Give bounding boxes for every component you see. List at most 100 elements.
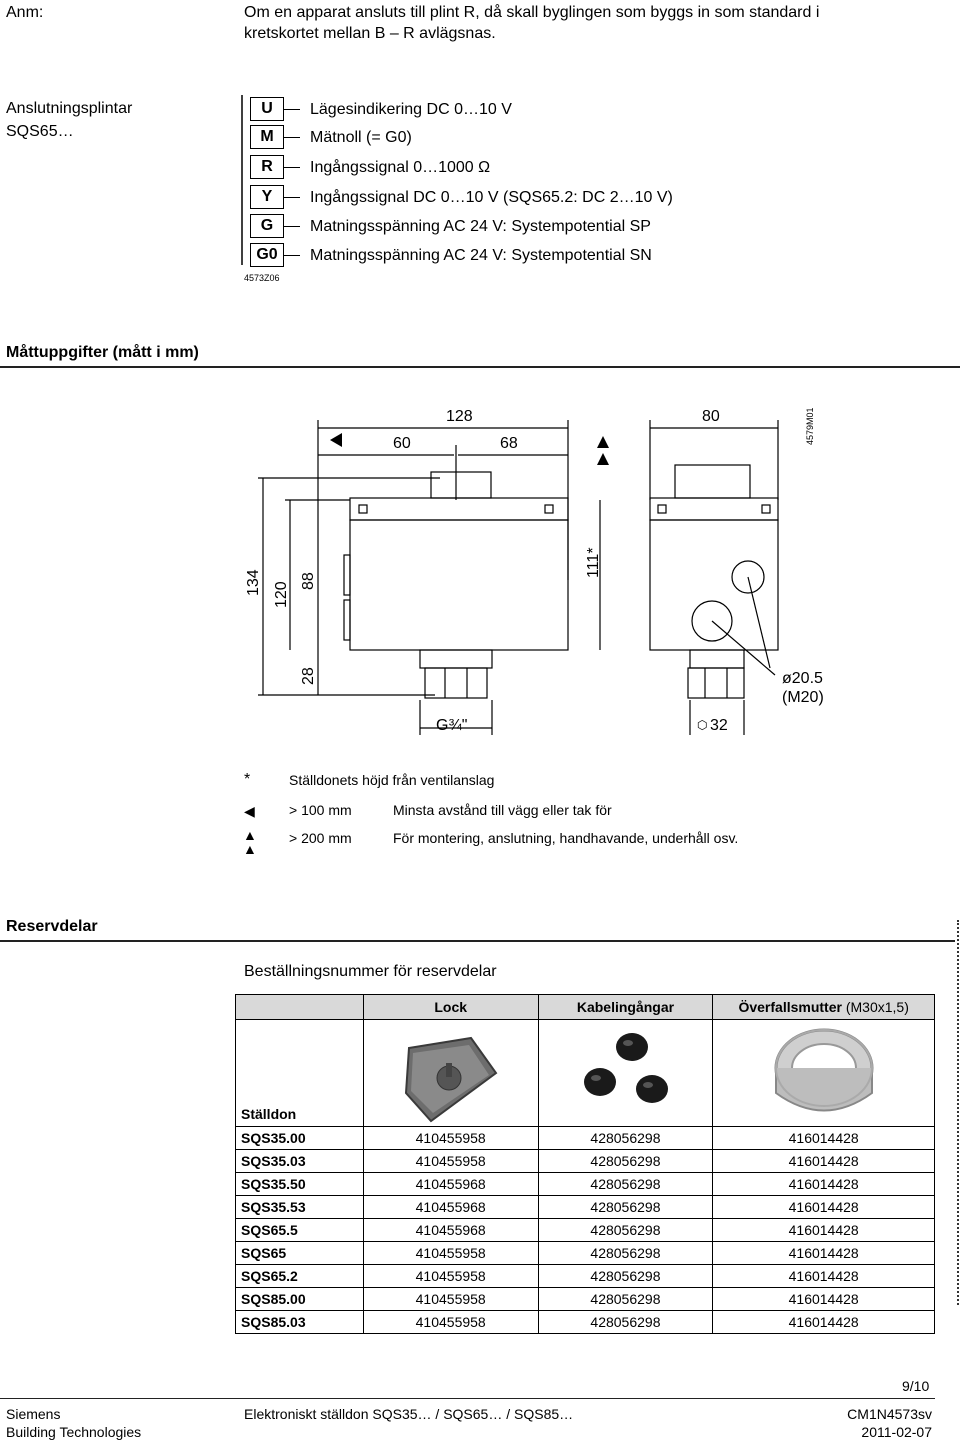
cell-model: SQS65.5 — [235, 1218, 364, 1242]
cell-cable: 428056298 — [537, 1264, 714, 1288]
arrow-up-icon: ▲▲ — [243, 827, 257, 857]
hexagon-icon: ⬡ — [697, 718, 708, 732]
cell-nut: 416014428 — [712, 1241, 935, 1265]
terminals-title-line1: Anslutningsplintar — [6, 100, 133, 117]
cell-model: SQS35.53 — [235, 1195, 364, 1219]
dimensions-heading: Måttuppgifter (mått i mm) — [6, 344, 199, 361]
table-row: SQS35.53 410455968 428056298 416014428 — [235, 1195, 935, 1219]
terminal-lead — [284, 137, 300, 138]
cell-cable: 428056298 — [537, 1149, 714, 1173]
terminal-desc-m: Mätnoll (= G0) — [310, 129, 412, 146]
legend-wall-value: > 100 mm — [289, 802, 352, 818]
table-row: SQS35.03 410455958 428056298 416014428 — [235, 1149, 935, 1173]
header-cable: Kabelingångar — [537, 994, 714, 1020]
legend-service-text: För montering, anslutning, handhavande, … — [393, 830, 739, 846]
dim-hole-2: (M20) — [782, 689, 824, 706]
cell-cable: 428056298 — [537, 1310, 714, 1334]
lock-image-cell — [362, 1019, 539, 1127]
cable-image-cell — [537, 1019, 714, 1127]
note-text-line2: kretskortet mellan B – R avlägsnas. — [244, 25, 496, 42]
dimension-drawing — [258, 420, 779, 735]
terminal-lead — [284, 167, 300, 168]
cell-nut: 416014428 — [712, 1126, 935, 1150]
dim-hole-1: ø20.5 — [782, 670, 823, 687]
spare-parts-table: Lock Kabelingångar Överfallsmutter (M30x… — [235, 994, 935, 1334]
arrow-left-icon: ◀ — [244, 803, 255, 819]
cell-nut: 416014428 — [712, 1218, 935, 1242]
cell-lock: 410455968 — [362, 1218, 539, 1242]
margin-dotted-line — [957, 920, 959, 1305]
terminals-title-line2: SQS65… — [6, 123, 74, 140]
terminal-desc-y: Ingångssignal DC 0…10 V (SQS65.2: DC 2…1… — [310, 189, 673, 206]
cell-lock: 410455958 — [362, 1241, 539, 1265]
cell-model: SQS65 — [235, 1241, 364, 1265]
header-nut: Överfallsmutter (M30x1,5) — [712, 994, 935, 1020]
terminal-desc-u: Lägesindikering DC 0…10 V — [310, 101, 512, 118]
cell-lock: 410455958 — [362, 1287, 539, 1311]
cell-lock: 410455958 — [362, 1264, 539, 1288]
dim-128: 128 — [446, 408, 473, 425]
cell-lock: 410455968 — [362, 1195, 539, 1219]
header-nut-label: Överfallsmutter — [738, 999, 842, 1015]
dim-wrench: 32 — [710, 717, 728, 734]
terminal-lead — [284, 197, 300, 198]
table-image-row: Ställdon — [235, 1019, 935, 1127]
cell-cable: 428056298 — [537, 1126, 714, 1150]
terminal-lead — [284, 226, 300, 227]
cell-nut: 416014428 — [712, 1172, 935, 1196]
clearance-arrow-up — [597, 436, 609, 448]
spares-subheading: Beställningsnummer för reservdelar — [244, 963, 497, 980]
terminal-g0: G0 — [250, 243, 284, 267]
cell-model: SQS35.50 — [235, 1172, 364, 1196]
spares-heading: Reservdelar — [6, 918, 98, 935]
header-lock: Lock — [362, 994, 539, 1020]
legend-asterisk-text: Ställdonets höjd från ventilanslag — [289, 772, 495, 788]
lock-cover-image — [404, 1036, 498, 1123]
cell-model: SQS85.03 — [235, 1310, 364, 1334]
cell-nut: 416014428 — [712, 1264, 935, 1288]
cell-cable: 428056298 — [537, 1241, 714, 1265]
terminal-desc-g: Matningsspänning AC 24 V: Systempotentia… — [310, 218, 651, 235]
dim-68: 68 — [500, 435, 518, 452]
footer-company: Siemens — [6, 1406, 61, 1422]
terminal-desc-r: Ingångssignal 0…1000 Ω — [310, 159, 491, 176]
terminal-r: R — [250, 155, 284, 179]
note-text-line1: Om en apparat ansluts till plint R, då s… — [244, 4, 820, 21]
dim-28: 28 — [300, 667, 317, 685]
legend-wall-text: Minsta avstånd till vägg eller tak för — [393, 802, 612, 818]
terminal-u: U — [250, 97, 284, 121]
page-number: 9/10 — [902, 1378, 930, 1394]
cell-cable: 428056298 — [537, 1218, 714, 1242]
section-divider — [0, 366, 960, 368]
footer-date: 2011-02-07 — [861, 1424, 932, 1440]
cell-model: SQS85.00 — [235, 1287, 364, 1311]
dim-111: 111* — [585, 547, 602, 578]
terminal-m: M — [250, 125, 284, 149]
clearance-arrow-left — [330, 433, 342, 447]
nut-image-cell — [712, 1019, 935, 1127]
header-nut-suffix: (M30x1,5) — [845, 999, 909, 1015]
footer-divider — [0, 1398, 935, 1399]
table-row: SQS85.03 410455958 428056298 416014428 — [235, 1310, 935, 1334]
legend-service-value: > 200 mm — [289, 830, 352, 846]
dim-120: 120 — [273, 581, 290, 608]
cell-lock: 410455958 — [362, 1126, 539, 1150]
table-header-row: Lock Kabelingångar Överfallsmutter (M30x… — [235, 994, 935, 1020]
cell-model: SQS35.03 — [235, 1149, 364, 1173]
terminal-lead — [284, 255, 300, 256]
table-row: SQS85.00 410455958 428056298 416014428 — [235, 1287, 935, 1311]
table-row: SQS35.00 410455958 428056298 416014428 — [235, 1126, 935, 1150]
table-row: SQS65.5 410455968 428056298 416014428 — [235, 1218, 935, 1242]
footer-doc-title: Elektroniskt ställdon SQS35… / SQS65… / … — [244, 1406, 574, 1422]
cell-lock: 410455958 — [362, 1149, 539, 1173]
legend-asterisk: * — [244, 771, 251, 788]
cell-model: SQS65.2 — [235, 1264, 364, 1288]
union-nut-image — [774, 1028, 874, 1112]
dim-80: 80 — [702, 408, 720, 425]
clearance-arrow-up — [597, 453, 609, 465]
header-blank — [235, 994, 364, 1020]
dimensions-figure-code: 4579M01 — [805, 407, 815, 445]
cell-lock: 410455968 — [362, 1172, 539, 1196]
dim-88: 88 — [300, 572, 317, 590]
cell-nut: 416014428 — [712, 1149, 935, 1173]
